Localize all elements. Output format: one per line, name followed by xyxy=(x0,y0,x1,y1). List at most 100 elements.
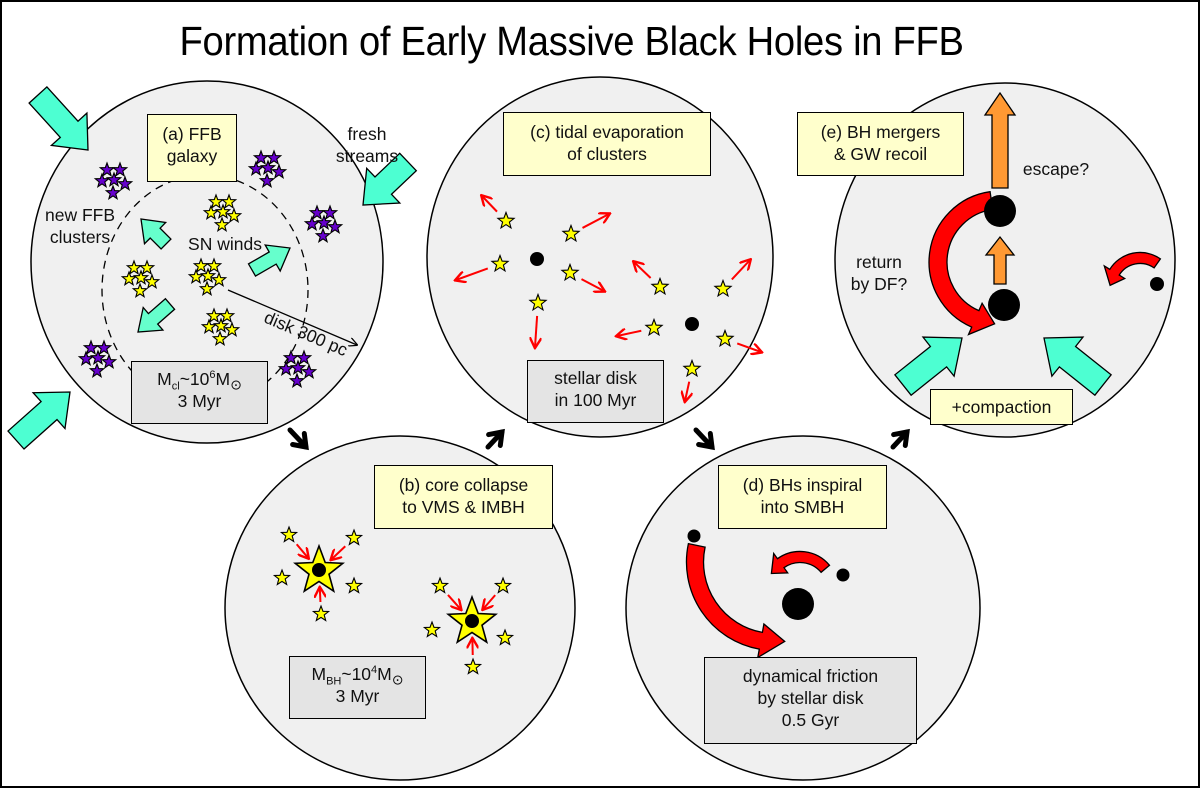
cluster-star-icon xyxy=(93,172,111,188)
cluster-bh-dot-2 xyxy=(685,317,699,331)
cluster-star-icon xyxy=(270,163,288,179)
purple-cluster-3 xyxy=(303,204,344,243)
cluster-star-icon xyxy=(282,349,300,365)
cluster-star-icon xyxy=(214,203,232,219)
compaction-label: +compaction xyxy=(930,389,1073,425)
evaporating-star-icon xyxy=(682,358,702,378)
small-bh-dot xyxy=(1150,277,1164,291)
evaporation-arrow xyxy=(617,331,642,336)
cluster-star-icon xyxy=(120,270,138,286)
cluster-star-icon xyxy=(308,204,326,220)
yellow-cluster-3 xyxy=(187,257,228,296)
return-arc-arrow xyxy=(928,190,996,336)
evaporating-star-icon xyxy=(528,292,548,312)
imbh-dot xyxy=(465,614,479,628)
evaporating-star-icon xyxy=(496,210,516,230)
panel-b-info-box: MBH~104M⊙ 3 Myr xyxy=(289,656,426,719)
small-star-icon xyxy=(493,576,513,594)
cluster-star-icon xyxy=(223,321,241,337)
panel-e-mergers xyxy=(893,91,1164,397)
cluster-star-icon xyxy=(98,161,116,177)
cluster-star-icon xyxy=(210,271,228,287)
flow-arrow-a-to-b-head xyxy=(290,431,309,451)
panel-e-stage-label: (e) BH mergers & GW recoil xyxy=(797,112,964,176)
cluster-star-icon xyxy=(205,307,223,323)
panel-d-inspiral xyxy=(685,529,850,659)
cluster-star-icon xyxy=(82,339,100,355)
inflow-arrow-right xyxy=(362,152,418,206)
sn-wind-arrow-down-left xyxy=(137,297,176,333)
cluster-star-icon xyxy=(199,267,217,283)
panel-c-stage-label: (c) tidal evaporation of clusters xyxy=(503,112,711,176)
flow-arrow-b-to-c-head xyxy=(486,428,505,448)
infall-arrow xyxy=(331,545,346,559)
disk-radius-arrow xyxy=(227,289,357,345)
cluster-star-icon xyxy=(252,149,270,165)
cluster-star-icon xyxy=(277,360,295,376)
inflow-arrow-bottom-left xyxy=(7,391,71,450)
small-star-icon xyxy=(495,628,515,646)
cluster-star-icon xyxy=(143,273,161,289)
cluster-star-icon xyxy=(303,215,321,231)
compaction-arrow-left xyxy=(893,336,963,397)
recoiled-bh-dot xyxy=(984,195,1016,227)
cluster-star-icon xyxy=(326,218,344,234)
infall-arrow xyxy=(447,594,461,609)
cluster-star-icon xyxy=(315,214,333,230)
imbh-dot xyxy=(312,563,326,577)
small-star-icon xyxy=(279,525,299,543)
compaction-arrow-right xyxy=(1043,336,1113,397)
cluster-star-icon xyxy=(212,317,230,333)
sn-wind-arrow-right xyxy=(247,244,291,277)
cluster-star-icon xyxy=(259,159,277,175)
cluster-star-icon xyxy=(288,372,306,388)
smbh-dot xyxy=(782,588,814,620)
cluster-star-icon xyxy=(265,149,283,165)
cluster-star-icon xyxy=(192,257,210,273)
cluster-star-icon xyxy=(88,362,106,378)
inspiraling-bh-dot-2 xyxy=(836,568,850,582)
panel-c-evaporation xyxy=(456,196,761,401)
bh-mass: MBH~104M⊙ xyxy=(311,664,404,688)
small-star-icon xyxy=(344,528,364,546)
evaporation-arrow xyxy=(731,260,750,281)
escape-arrow xyxy=(983,91,1017,189)
cluster-star-icon xyxy=(295,349,313,365)
merged-bh-dot xyxy=(988,289,1020,321)
cluster-star-icon xyxy=(225,207,243,223)
yellow-cluster-2 xyxy=(120,259,161,298)
cluster-star-icon xyxy=(218,307,236,323)
cluster-star-icon xyxy=(205,257,223,273)
infall-arrow xyxy=(320,588,321,603)
cluster-star-icon xyxy=(187,268,205,284)
cluster-star-icon xyxy=(314,227,332,243)
cluster-star-icon xyxy=(131,282,149,298)
panel-b-stage-label: (b) core collapse to VMS & IMBH xyxy=(374,465,553,529)
cluster-star-icon xyxy=(105,171,123,187)
evaporation-arrow xyxy=(482,196,498,213)
evaporation-arrow xyxy=(736,342,761,352)
evaporating-star-icon xyxy=(713,278,733,298)
purple-cluster-4 xyxy=(77,339,118,378)
cluster-star-icon xyxy=(198,280,216,296)
fresh-streams-label: fresh streams xyxy=(335,124,399,166)
small-star-icon xyxy=(430,576,450,594)
cluster-star-icon xyxy=(211,330,229,346)
panel-a-stage-label: (a) FFB galaxy xyxy=(147,114,237,182)
panel-b-collapse xyxy=(272,525,515,675)
evaporating-star-icon xyxy=(644,317,664,337)
evaporation-arrow xyxy=(634,262,652,279)
star-clusters xyxy=(77,149,344,388)
cluster-mass: Mcl~106M⊙ xyxy=(157,369,242,393)
sn-wind-arrows xyxy=(137,218,291,333)
inspiral-arc-arrow-large xyxy=(685,542,786,659)
panel-d-stage-label: (d) BHs inspiral into SMBH xyxy=(718,465,887,529)
new-clusters-label: new FFB clusters xyxy=(44,205,116,247)
cluster-star-icon xyxy=(213,216,231,232)
figure-title: Formation of Early Massive Black Holes i… xyxy=(179,18,965,64)
evaporation-arrow xyxy=(456,267,489,280)
small-return-arc-arrow xyxy=(1103,251,1162,287)
cluster-star-icon xyxy=(138,259,156,275)
cluster-star-icon xyxy=(89,349,107,365)
yellow-cluster-4 xyxy=(200,307,241,346)
